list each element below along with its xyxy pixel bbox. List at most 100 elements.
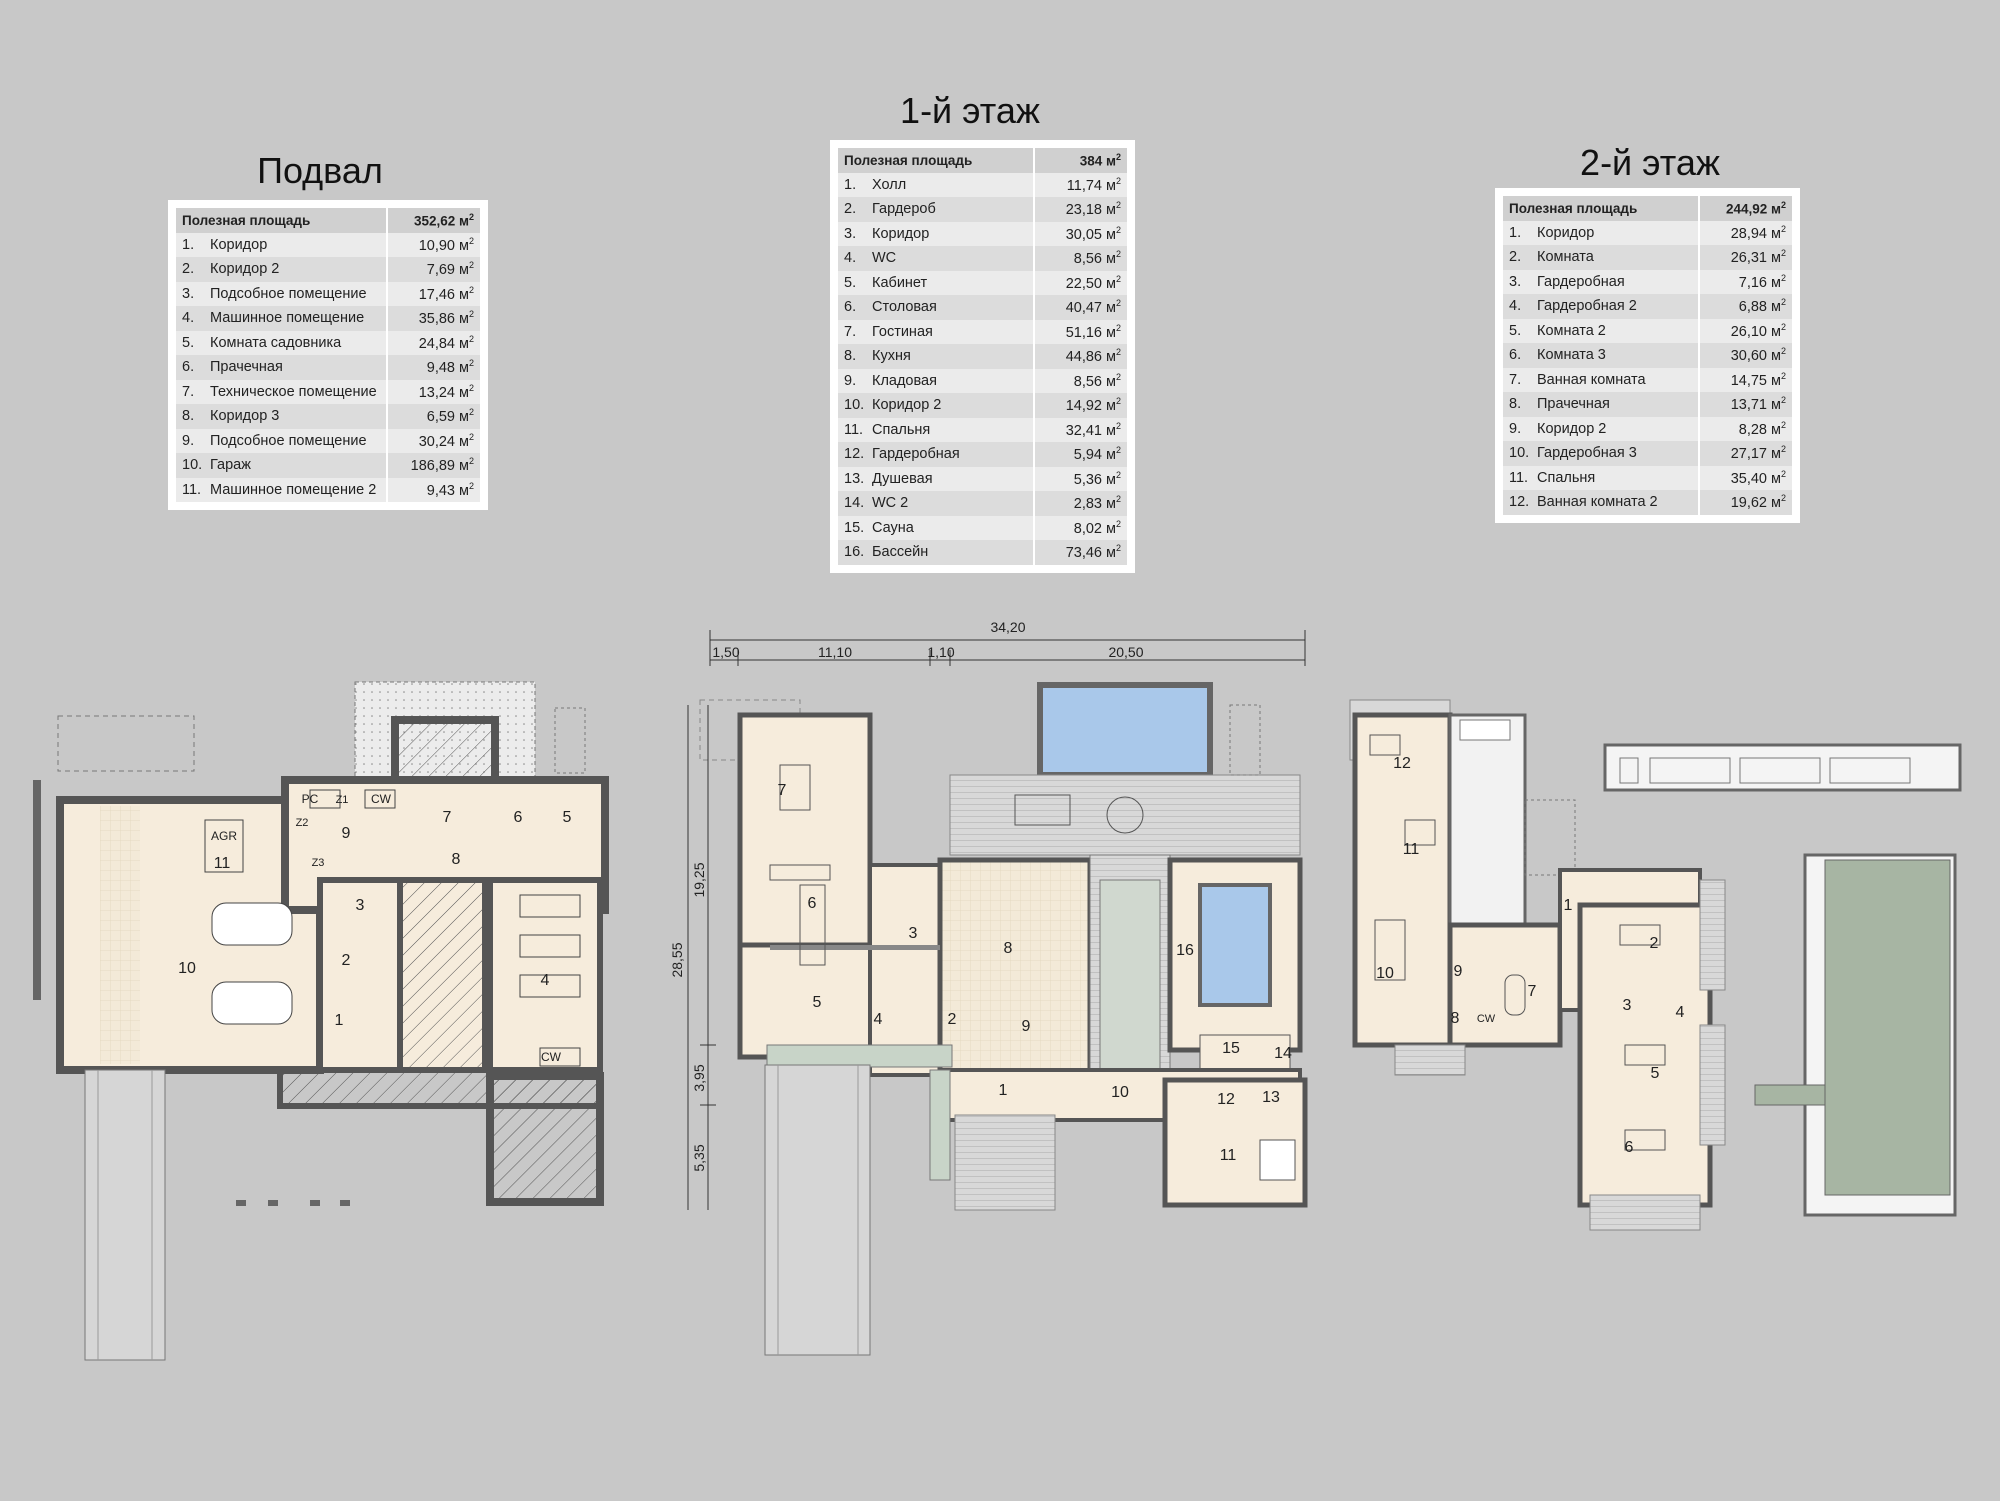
b-label-4: 4 — [541, 972, 550, 989]
room-name: Техническое помещение — [204, 379, 387, 404]
dim-top-part-1: 1,50 — [712, 644, 739, 660]
first-floor-dimensions: 34,20 1,50 11,10 1,10 20,50 28,55 19,25 … — [669, 619, 1306, 1210]
room-number: 7. — [838, 319, 866, 344]
s-label-3: 3 — [1623, 997, 1632, 1014]
b-label-8: 8 — [452, 851, 461, 868]
f-label-1: 1 — [999, 1082, 1008, 1099]
room-number: 11. — [1503, 465, 1531, 490]
room-number: 14. — [838, 491, 866, 516]
room-name: Комната — [1531, 245, 1699, 270]
room-area: 26,31 м2 — [1698, 245, 1792, 270]
room-number: 8. — [838, 344, 866, 369]
room-number: 4. — [1503, 294, 1531, 319]
room-name: WC 2 — [866, 491, 1034, 516]
room-number: 7. — [1503, 367, 1531, 392]
area-total: 384 м2 — [1033, 148, 1127, 173]
room-number: 5. — [838, 270, 866, 295]
room-area: 6,88 м2 — [1698, 294, 1792, 319]
area-label: Полезная площадь — [176, 208, 387, 233]
s-label-4: 4 — [1676, 1004, 1685, 1021]
room-name: Машинное помещение 2 — [204, 477, 387, 502]
b-tag-cw2: CW — [541, 1050, 562, 1064]
s-label-9: 9 — [1454, 963, 1463, 980]
room-name: Сауна — [866, 515, 1034, 540]
b-tag-z1: Z1 — [336, 794, 349, 806]
room-area: 24,84 м2 — [386, 330, 480, 355]
room-number: 2. — [1503, 245, 1531, 270]
room-area: 30,24 м2 — [386, 428, 480, 453]
room-name: Коридор 2 — [1531, 416, 1699, 441]
s-label-5: 5 — [1651, 1065, 1660, 1082]
b-tag-z3: Z3 — [312, 857, 325, 869]
s-label-10: 10 — [1376, 965, 1394, 982]
b-tag-z2: Z2 — [296, 817, 309, 829]
room-area: 23,18 м2 — [1033, 197, 1127, 222]
room-area: 9,43 м2 — [386, 477, 480, 502]
f-label-5: 5 — [813, 994, 822, 1011]
room-number: 9. — [1503, 416, 1531, 441]
room-number: 15. — [838, 515, 866, 540]
b-label-2: 2 — [342, 952, 351, 969]
room-name: Подсобное помещение — [204, 428, 387, 453]
room-number: 3. — [838, 221, 866, 246]
room-area: 73,46 м2 — [1033, 540, 1127, 565]
s-label-1: 1 — [1564, 897, 1573, 914]
room-area: 5,36 м2 — [1033, 466, 1127, 491]
room-area: 32,41 м2 — [1033, 417, 1127, 442]
basement-title: Подвал — [257, 150, 383, 191]
room-area: 27,17 м2 — [1698, 441, 1792, 466]
room-name: Коридор 2 — [204, 257, 387, 282]
room-number: 8. — [1503, 392, 1531, 417]
room-name: Комната 3 — [1531, 343, 1699, 368]
room-name: Коридор — [866, 221, 1034, 246]
s-label-6: 6 — [1625, 1139, 1634, 1156]
room-number: 6. — [838, 295, 866, 320]
room-area: 44,86 м2 — [1033, 344, 1127, 369]
room-name: Столовая — [866, 295, 1034, 320]
b-label-6: 6 — [514, 809, 523, 826]
f-label-15: 15 — [1222, 1040, 1240, 1057]
room-name: WC — [866, 246, 1034, 271]
room-number: 4. — [176, 306, 204, 331]
s-label-11: 11 — [1403, 841, 1420, 858]
dim-left-total: 28,55 — [669, 942, 685, 977]
room-number: 1. — [1503, 220, 1531, 245]
room-number: 1. — [838, 172, 866, 197]
f-label-12: 12 — [1217, 1091, 1235, 1108]
room-area: 13,71 м2 — [1698, 392, 1792, 417]
f-label-7: 7 — [778, 782, 787, 799]
f-label-4: 4 — [874, 1011, 883, 1028]
room-area: 35,40 м2 — [1698, 465, 1792, 490]
f-label-6: 6 — [808, 895, 817, 912]
room-name: Гараж — [204, 453, 387, 478]
s-label-7: 7 — [1528, 983, 1537, 1000]
f-label-13: 13 — [1262, 1089, 1280, 1106]
second-floor-plan — [1349, 699, 1962, 1231]
f-label-16: 16 — [1176, 942, 1194, 959]
room-area: 22,50 м2 — [1033, 270, 1127, 295]
room-name: Гардеробная 3 — [1531, 441, 1699, 466]
area-label: Полезная площадь — [1503, 196, 1699, 221]
dim-left-part-3: 5,35 — [691, 1144, 707, 1171]
room-number: 1. — [176, 232, 204, 257]
room-name: Подсобное помещение — [204, 281, 387, 306]
basement-plan — [33, 681, 609, 1361]
room-area: 19,62 м2 — [1698, 490, 1792, 515]
